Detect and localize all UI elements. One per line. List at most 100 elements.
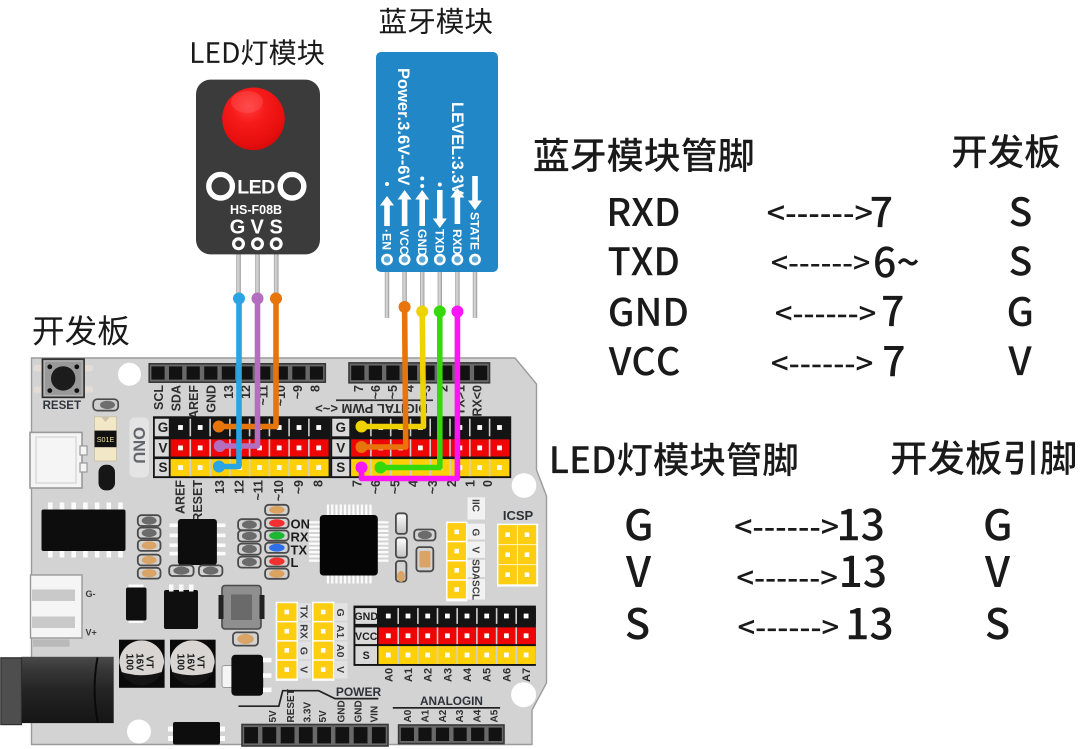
svg-text:A3: A3 (455, 709, 466, 722)
svg-text:V: V (158, 441, 167, 456)
svg-text:GND: GND (354, 611, 378, 623)
svg-text:G: G (335, 420, 346, 435)
svg-text:~5: ~5 (386, 385, 400, 399)
svg-text:2: 2 (445, 480, 459, 487)
svg-text:STATE: STATE (468, 212, 482, 250)
svg-text:~6: ~6 (369, 385, 383, 399)
svg-text:TX: TX (297, 605, 309, 618)
svg-text:ICSP: ICSP (503, 508, 534, 523)
svg-text:16V: 16V (134, 653, 145, 671)
svg-text:RX<0: RX<0 (471, 385, 485, 417)
svg-text:V: V (334, 666, 346, 673)
svg-text:G: G (297, 647, 309, 655)
svg-text:V: V (336, 441, 345, 456)
svg-text:A2: A2 (423, 668, 435, 682)
svg-text:VIN: VIN (370, 706, 381, 723)
svg-text:13: 13 (213, 480, 227, 494)
svg-text:RX: RX (291, 530, 309, 545)
svg-text:TX: TX (291, 543, 308, 558)
svg-text:S: S (270, 217, 283, 239)
svg-text:13: 13 (222, 385, 236, 399)
svg-text:A5: A5 (482, 668, 494, 682)
svg-text:SDA: SDA (470, 559, 481, 580)
svg-text:POWER: POWER (336, 685, 382, 699)
svg-text:A0: A0 (334, 644, 346, 658)
svg-text:TXD: TXD (432, 229, 446, 254)
svg-text:4: 4 (407, 480, 421, 487)
svg-text:HS-F08B: HS-F08B (230, 203, 282, 217)
svg-text:A2: A2 (438, 709, 449, 722)
svg-text:S: S (363, 650, 370, 662)
svg-text:A0: A0 (383, 668, 395, 682)
svg-text:GND: GND (337, 700, 348, 722)
svg-text:A1: A1 (403, 668, 415, 682)
svg-text:100: 100 (124, 654, 135, 671)
svg-text:GND: GND (353, 700, 364, 722)
svg-text:V+: V+ (86, 628, 97, 638)
svg-text:GND: GND (415, 229, 429, 256)
svg-text:L: L (291, 555, 299, 570)
svg-text:~5: ~5 (389, 480, 403, 494)
svg-text:Power.3.6V--6V: Power.3.6V--6V (394, 68, 412, 185)
svg-text:3.3V: 3.3V (303, 702, 314, 723)
svg-text:~9: ~9 (291, 385, 305, 399)
svg-text:5V: 5V (268, 710, 279, 723)
svg-text:~6: ~6 (369, 480, 383, 494)
svg-text:RXD: RXD (450, 229, 464, 255)
svg-text:S01E: S01E (97, 435, 115, 444)
svg-text:VT: VT (194, 656, 205, 669)
svg-text:~11: ~11 (251, 480, 265, 501)
svg-text:2: 2 (437, 385, 451, 392)
svg-text:G: G (158, 420, 169, 435)
svg-text:GND: GND (205, 385, 219, 413)
svg-text:~3: ~3 (426, 480, 440, 494)
svg-text:RESET: RESET (191, 480, 205, 522)
svg-text:A4: A4 (462, 667, 474, 682)
svg-text:ONU: ONU (129, 427, 147, 464)
svg-text:SCL: SCL (470, 580, 481, 600)
svg-text:G: G (470, 529, 481, 537)
svg-text:·EN: ·EN (380, 229, 394, 250)
svg-text:A1: A1 (334, 625, 346, 639)
svg-text:12: 12 (232, 480, 246, 494)
svg-text:A0: A0 (403, 709, 414, 722)
svg-text:4: 4 (403, 385, 417, 392)
svg-text:A3: A3 (442, 668, 454, 682)
svg-text:7: 7 (352, 385, 366, 392)
svg-text:S: S (336, 460, 345, 475)
svg-text:LEVEL:3.3V: LEVEL:3.3V (448, 102, 466, 195)
svg-text:A1: A1 (421, 709, 432, 722)
svg-text:8: 8 (312, 480, 326, 487)
svg-text:AREF: AREF (174, 480, 188, 514)
svg-text:0: 0 (481, 480, 495, 487)
svg-text:G: G (230, 217, 246, 239)
svg-text:ON: ON (291, 517, 311, 532)
svg-text:1: 1 (464, 480, 478, 487)
svg-text:A6: A6 (501, 668, 513, 682)
svg-text:100: 100 (174, 654, 185, 671)
svg-text:V: V (470, 547, 481, 554)
svg-text:~10: ~10 (272, 480, 286, 501)
svg-text:12: 12 (239, 385, 253, 399)
svg-text:SDA: SDA (170, 385, 184, 411)
svg-text:VT: VT (144, 656, 155, 669)
svg-text:AREF: AREF (187, 385, 201, 419)
svg-text:S: S (158, 460, 167, 475)
svg-text:RESET: RESET (43, 400, 81, 412)
svg-text:G-: G- (86, 589, 96, 599)
svg-text:A7: A7 (521, 668, 533, 682)
svg-text:DIGITAL PWM <~>: DIGITAL PWM <~> (315, 401, 428, 416)
svg-text:A4: A4 (472, 709, 483, 722)
svg-text:5V: 5V (318, 710, 329, 723)
svg-text:IIC: IIC (470, 499, 481, 512)
svg-text:V: V (297, 666, 309, 673)
svg-text:A5: A5 (490, 709, 501, 722)
svg-text:7: 7 (351, 480, 365, 487)
svg-text:LED: LED (237, 177, 275, 199)
svg-text:V: V (251, 217, 265, 239)
svg-text:~9: ~9 (292, 480, 306, 494)
svg-text:16V: 16V (184, 653, 195, 671)
svg-text:G: G (334, 608, 346, 616)
svg-text:VCC: VCC (355, 631, 378, 643)
svg-text:RESET: RESET (286, 689, 297, 722)
